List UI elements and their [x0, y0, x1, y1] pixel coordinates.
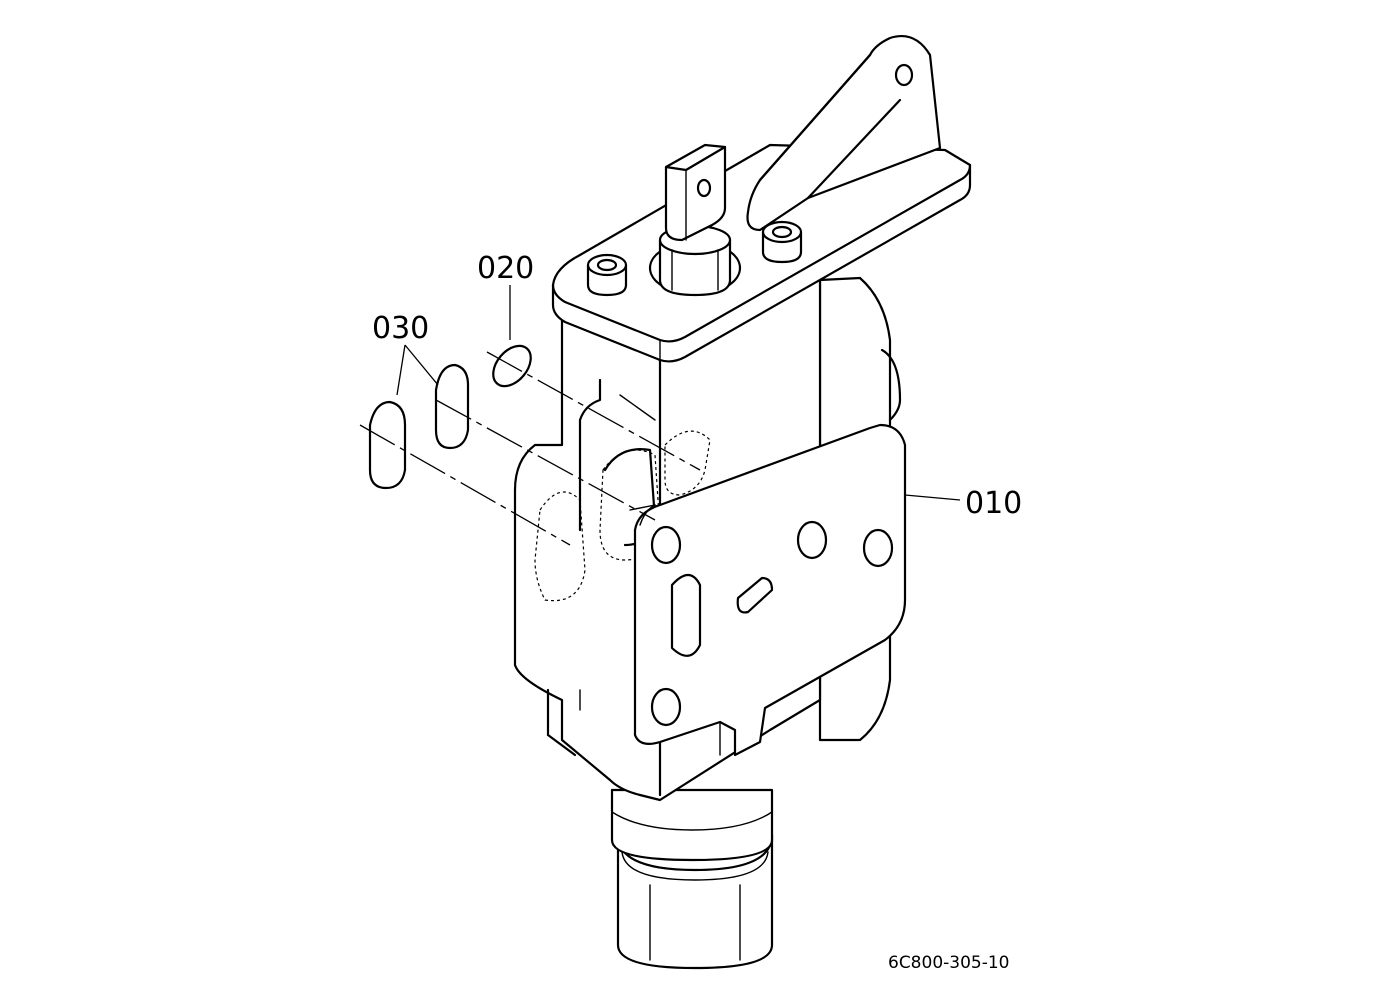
- spool-end-cylinder: [610, 788, 774, 970]
- o-ring-030-upper: [434, 363, 656, 521]
- spool-tang: [664, 143, 727, 242]
- callout-030: 030: [372, 311, 429, 346]
- callout-010: 010: [965, 486, 1022, 521]
- mounting-bracket: [746, 34, 942, 232]
- drawing-code: 6C800-305-10: [888, 953, 1009, 973]
- leader-lines: [396, 285, 961, 501]
- o-ring-030-lower: [359, 400, 571, 546]
- front-face-plate: [629, 423, 907, 757]
- top-cover-plate: [551, 143, 972, 363]
- o-ring-020: [486, 344, 701, 471]
- callout-020: 020: [477, 251, 534, 286]
